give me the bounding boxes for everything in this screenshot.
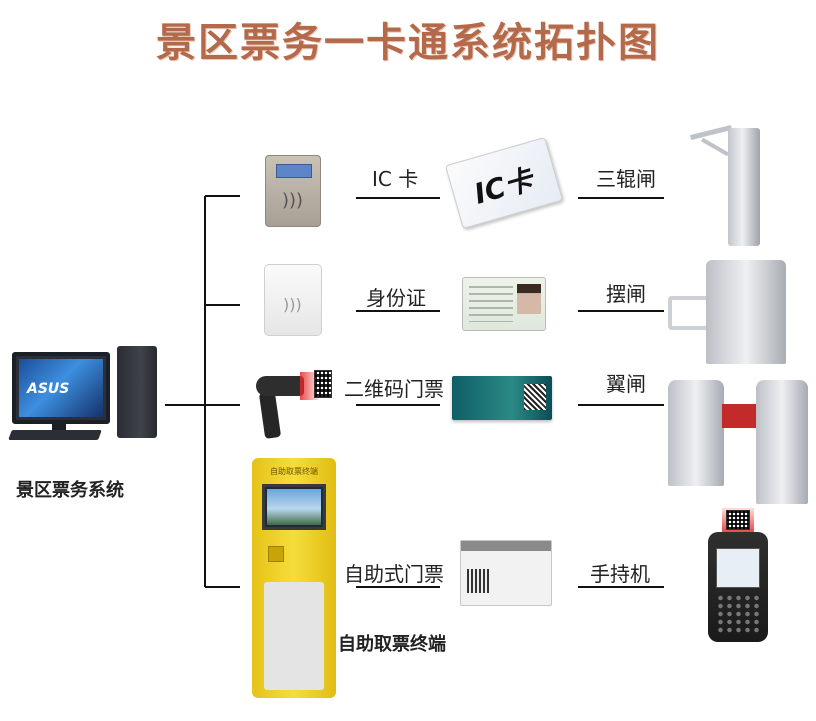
gate-label-swing: 摆闸 xyxy=(606,282,646,306)
media-label-ic: IC 卡 xyxy=(372,167,419,191)
ic-card-text: IC卡 xyxy=(470,162,537,211)
diagram-title: 景区票务一卡通系统拓扑图 xyxy=(156,20,660,66)
gate-label-tripod: 三辊闸 xyxy=(596,167,656,191)
qr-code-icon xyxy=(524,384,546,410)
ic-card-reader: ))) xyxy=(265,155,321,227)
pc-keyboard xyxy=(8,430,102,440)
kiosk-screen xyxy=(262,484,326,530)
paper-ticket xyxy=(460,540,552,606)
qr-code-icon xyxy=(314,370,332,398)
gate-label-handheld: 手持机 xyxy=(590,562,650,586)
qr-code-icon xyxy=(726,510,750,530)
id-card xyxy=(462,277,546,331)
swing-gate xyxy=(706,260,786,364)
media-label-qr: 二维码门票 xyxy=(344,377,444,401)
id-photo xyxy=(517,284,541,314)
pc-brand-logo: ASUS xyxy=(27,381,70,397)
system-label: 景区票务系统 xyxy=(16,480,124,501)
kiosk-label: 自助取票终端 xyxy=(338,634,446,655)
flap-barrier-left xyxy=(668,380,724,486)
pc-tower xyxy=(117,346,157,438)
media-label-id: 身份证 xyxy=(366,286,426,310)
kiosk-panel-title: 自助取票终端 xyxy=(270,467,318,476)
barcode-scanner xyxy=(256,376,304,396)
tripod-turnstile xyxy=(728,128,760,246)
gate-label-flap: 翼闸 xyxy=(606,372,646,396)
self-service-kiosk: 自助取票终端 xyxy=(252,458,336,698)
media-label-self: 自助式门票 xyxy=(344,562,444,586)
flap-barrier-right xyxy=(756,380,808,504)
contactless-icon: ))) xyxy=(282,190,304,211)
qr-code-icon xyxy=(467,569,489,593)
handheld-terminal xyxy=(708,532,768,642)
contactless-icon: ))) xyxy=(283,295,302,314)
qr-ticket xyxy=(452,376,552,420)
id-card-reader: ))) xyxy=(264,264,322,336)
pc-monitor: ASUS xyxy=(12,352,110,424)
